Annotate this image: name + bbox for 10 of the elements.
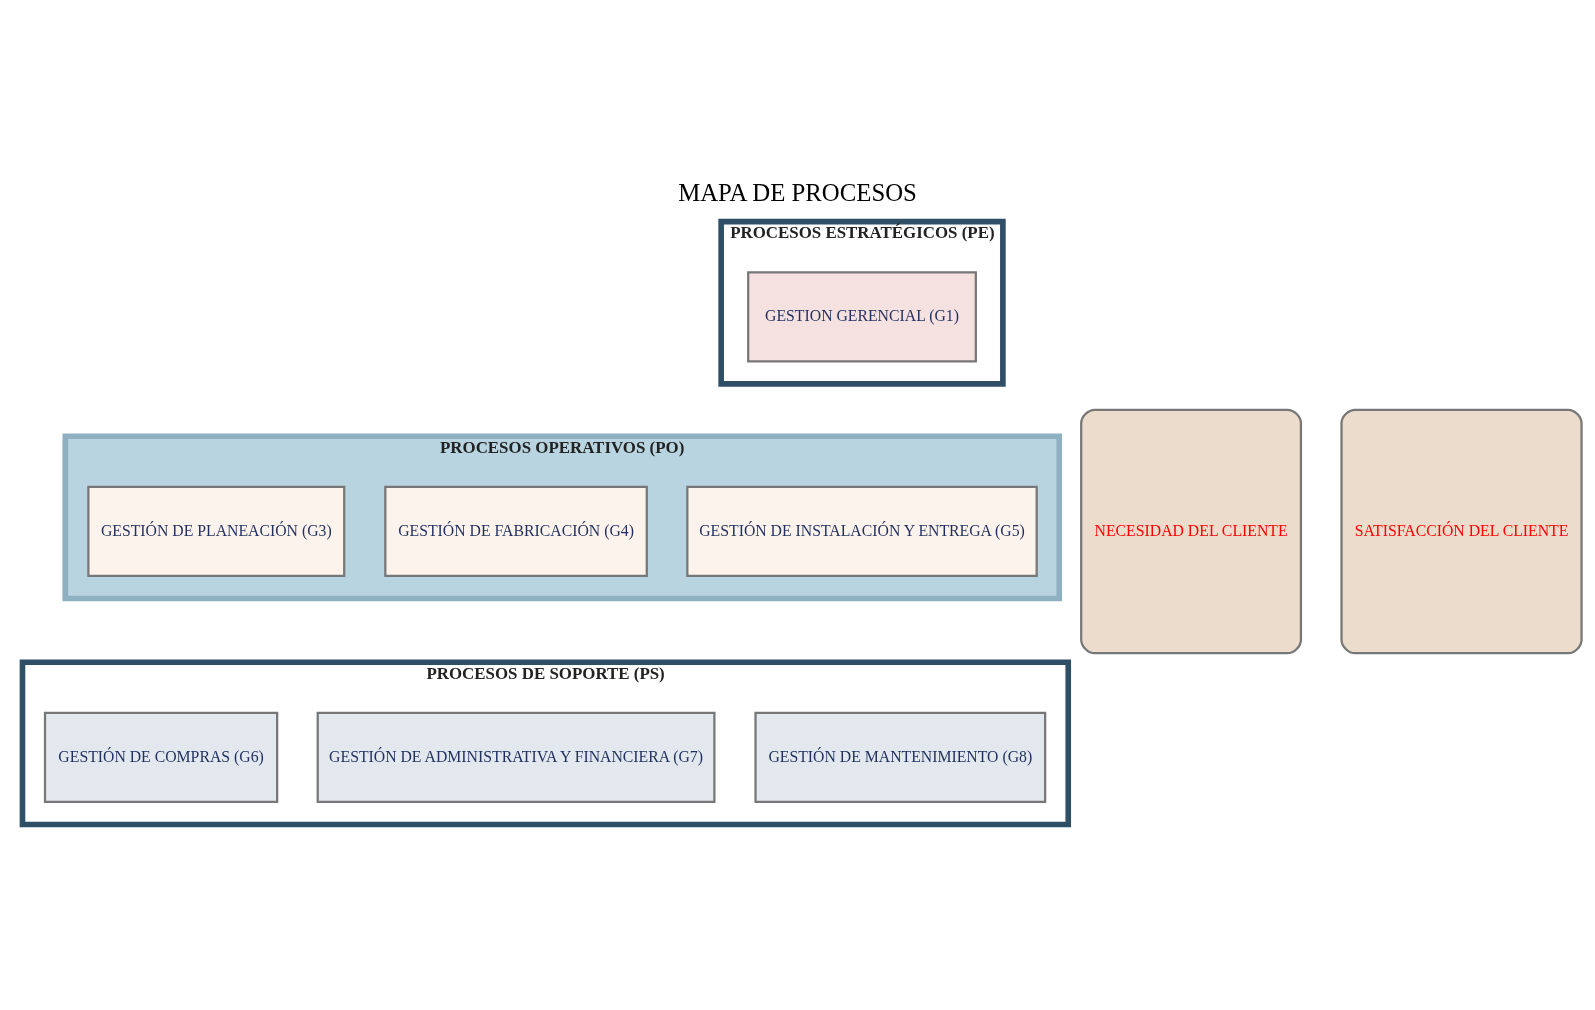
node-box: GESTIÓN DE INSTALACIÓN Y ENTREGA (G5) (686, 485, 1038, 578)
diagram-title: MAPA DE PROCESOS (678, 178, 917, 206)
node-box: GESTIÓN DE PLANEACIÓN (G3) (87, 485, 346, 578)
node-box: NECESIDAD DEL CLIENTE (1080, 408, 1303, 655)
node-box: GESTIÓN DE COMPRAS (G6) (43, 711, 279, 804)
node-box: SATISFACCIÓN DEL CLIENTE (1340, 408, 1583, 655)
node-box: GESTIÓN DE MANTENIMIENTO (G8) (754, 711, 1047, 804)
node-box: GESTION GERENCIAL (G1) (747, 271, 977, 363)
node-box: GESTIÓN DE ADMINISTRATIVA Y FINANCIERA (G7) (316, 711, 716, 804)
node-box: GESTIÓN DE FABRICACIÓN (G4) (384, 485, 648, 578)
